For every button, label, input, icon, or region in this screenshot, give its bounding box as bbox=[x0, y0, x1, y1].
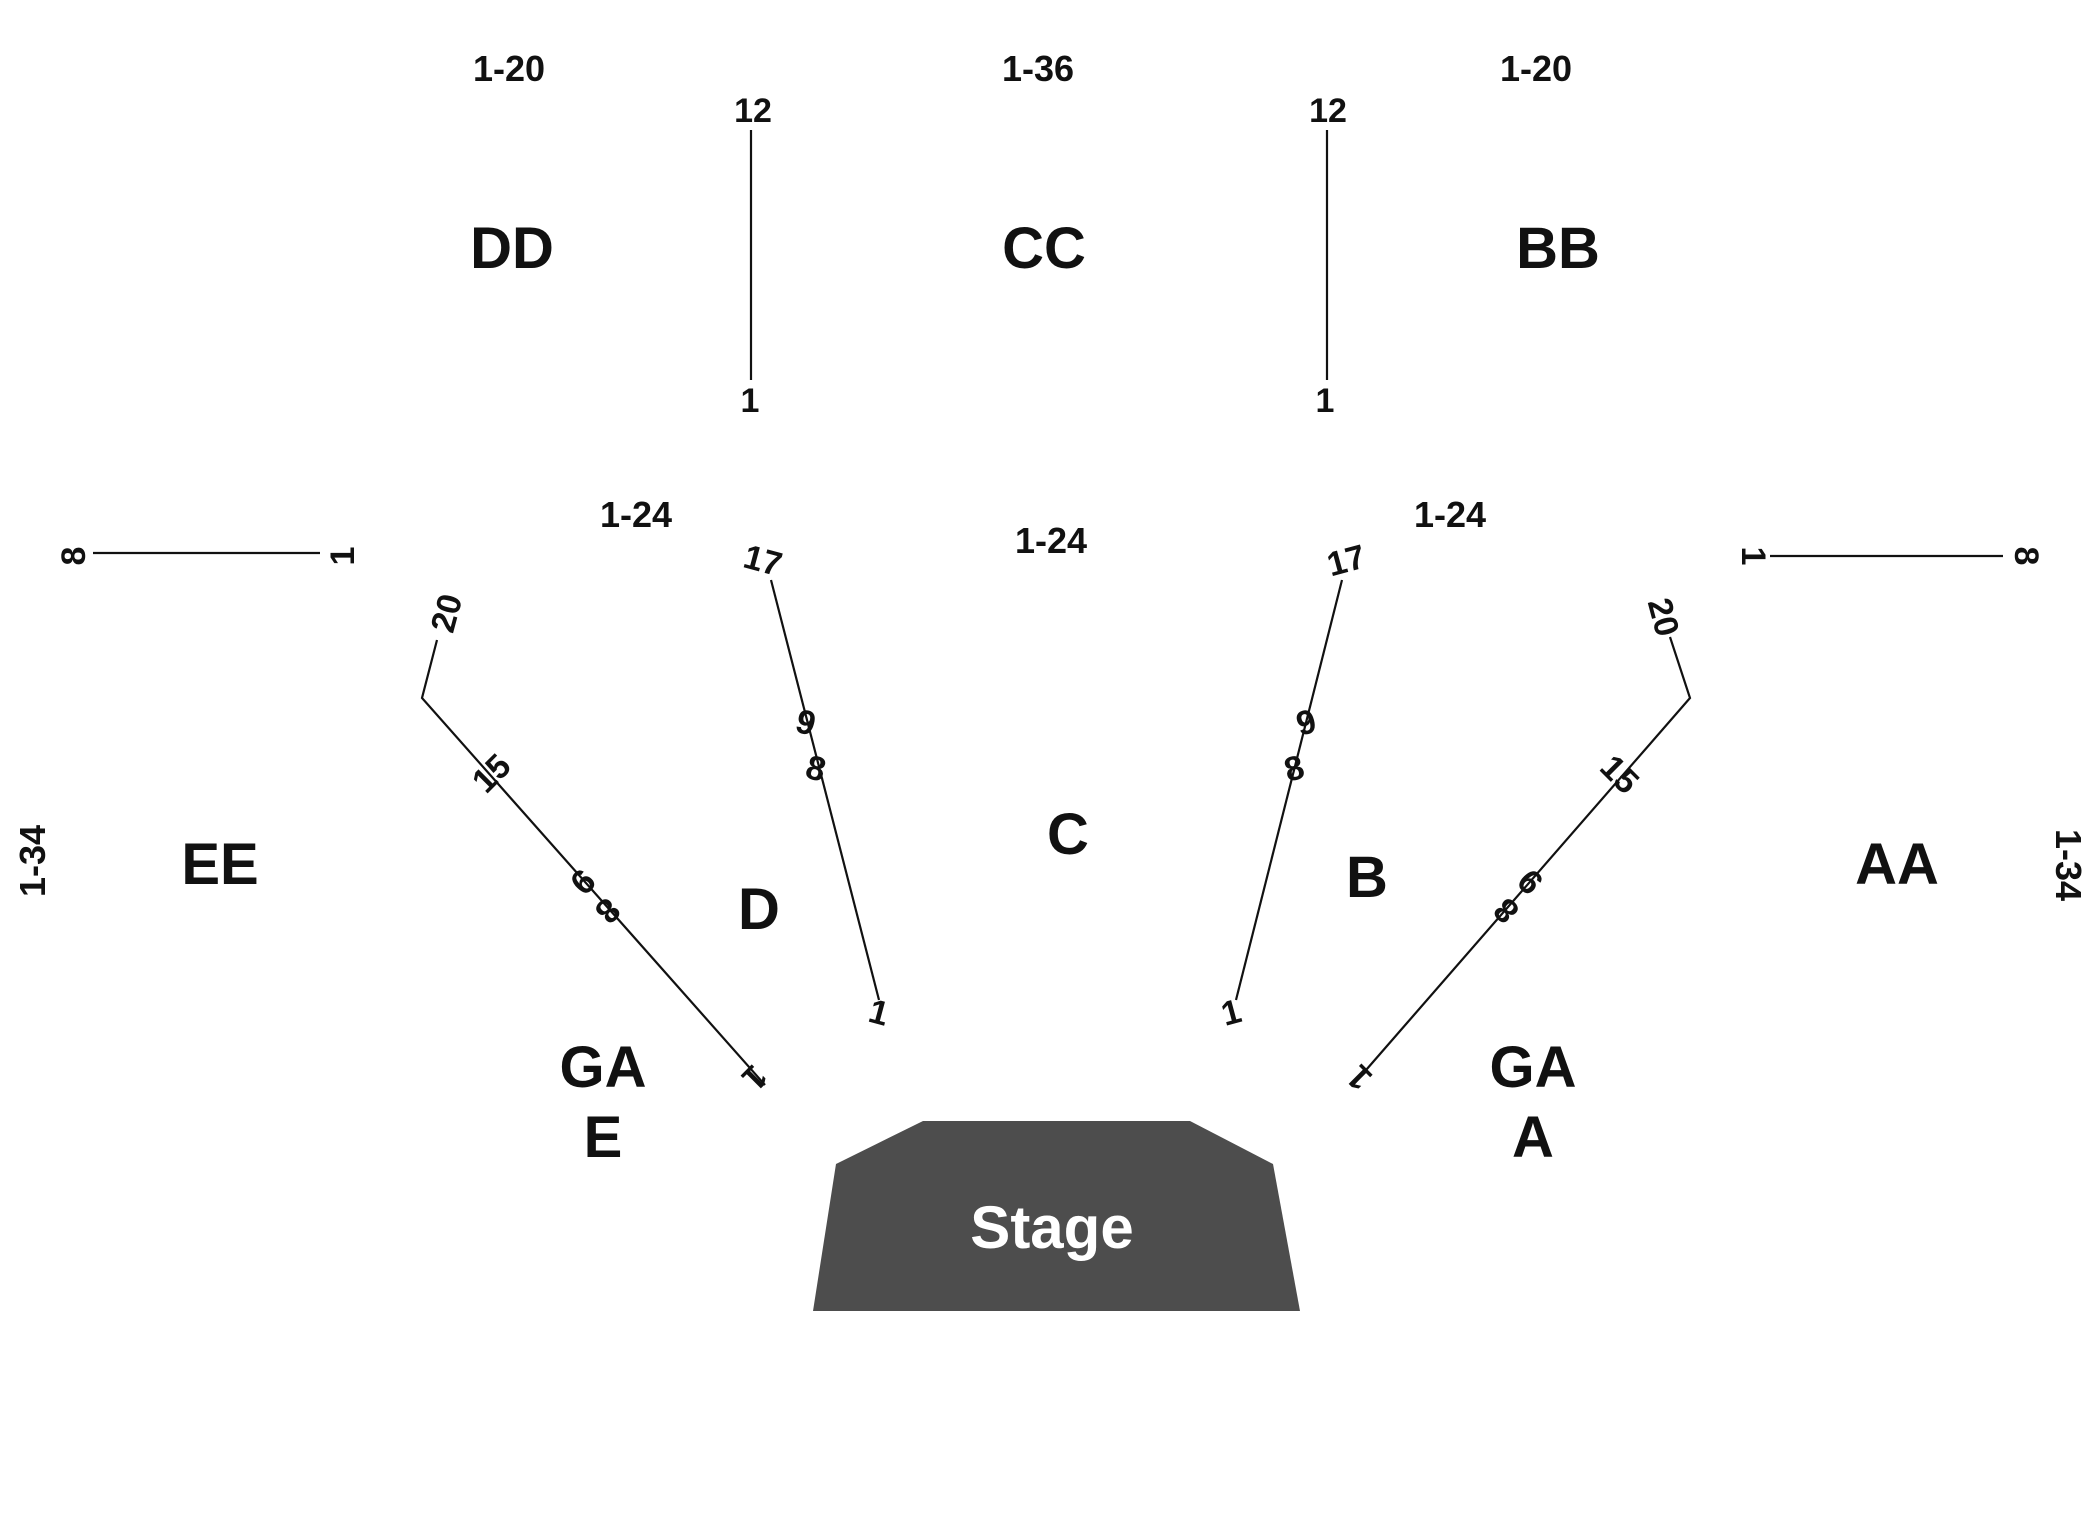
seat-range-dd: 1-20 bbox=[473, 48, 545, 89]
divider-ee-d bbox=[420, 639, 766, 1086]
row-aa-upper-left: 1 bbox=[1734, 547, 1772, 566]
row-d-c-17: 17 bbox=[740, 538, 786, 584]
seat-range-b: 1-24 bbox=[1414, 494, 1486, 535]
divider-c-b bbox=[1234, 579, 1344, 1001]
seat-range-d: 1-24 bbox=[600, 494, 672, 535]
section-dd[interactable]: DD bbox=[470, 216, 554, 281]
section-ee[interactable]: EE bbox=[181, 832, 258, 897]
row-b-aa-20: 20 bbox=[1640, 594, 1686, 640]
section-ga-a-line2[interactable]: A bbox=[1512, 1105, 1554, 1170]
section-aa[interactable]: AA bbox=[1855, 832, 1939, 897]
row-ee-upper-right: 1 bbox=[324, 547, 362, 566]
row-d-c-8: 8 bbox=[802, 748, 830, 790]
section-cc[interactable]: CC bbox=[1002, 216, 1086, 281]
row-c-b-1: 1 bbox=[1217, 992, 1245, 1034]
section-bb[interactable]: BB bbox=[1516, 216, 1600, 281]
row-c-b-8: 8 bbox=[1280, 748, 1308, 790]
section-d[interactable]: D bbox=[738, 877, 780, 942]
row-cc-bb-top: 12 bbox=[1309, 92, 1347, 130]
seat-range-bb: 1-20 bbox=[1500, 48, 1572, 89]
section-ga-a-line1[interactable]: GA bbox=[1490, 1035, 1577, 1100]
divider-b-aa bbox=[1352, 636, 1692, 1086]
seat-range-ee: 1-34 bbox=[12, 825, 53, 897]
section-b[interactable]: B bbox=[1346, 845, 1388, 910]
seat-range-aa: 1-34 bbox=[2048, 829, 2089, 901]
section-ga-e-line1[interactable]: GA bbox=[560, 1035, 647, 1100]
row-b-aa-1: 1 bbox=[1340, 1057, 1380, 1097]
row-b-aa-15: 15 bbox=[1592, 748, 1646, 802]
row-ee-d-20: 20 bbox=[424, 590, 470, 636]
stage-label: Stage bbox=[970, 1194, 1133, 1261]
row-dd-cc-top: 12 bbox=[734, 92, 772, 130]
row-d-c-1: 1 bbox=[865, 992, 893, 1034]
seat-range-c: 1-24 bbox=[1015, 520, 1087, 561]
row-aa-upper-right: 8 bbox=[2007, 547, 2045, 566]
section-ga-e-line2[interactable]: E bbox=[584, 1105, 623, 1170]
row-cc-bb-bottom: 1 bbox=[1316, 382, 1335, 420]
row-ee-d-1: 1 bbox=[734, 1057, 774, 1097]
row-c-b-9: 9 bbox=[1292, 702, 1320, 744]
row-ee-upper-left: 8 bbox=[55, 547, 93, 566]
section-c[interactable]: C bbox=[1047, 802, 1089, 867]
row-d-c-9: 9 bbox=[792, 702, 820, 744]
seat-range-cc: 1-36 bbox=[1002, 48, 1074, 89]
row-dd-cc-bottom: 1 bbox=[741, 382, 760, 420]
divider-d-c bbox=[769, 579, 881, 1001]
row-c-b-17: 17 bbox=[1323, 538, 1369, 584]
stage bbox=[813, 1121, 1300, 1311]
